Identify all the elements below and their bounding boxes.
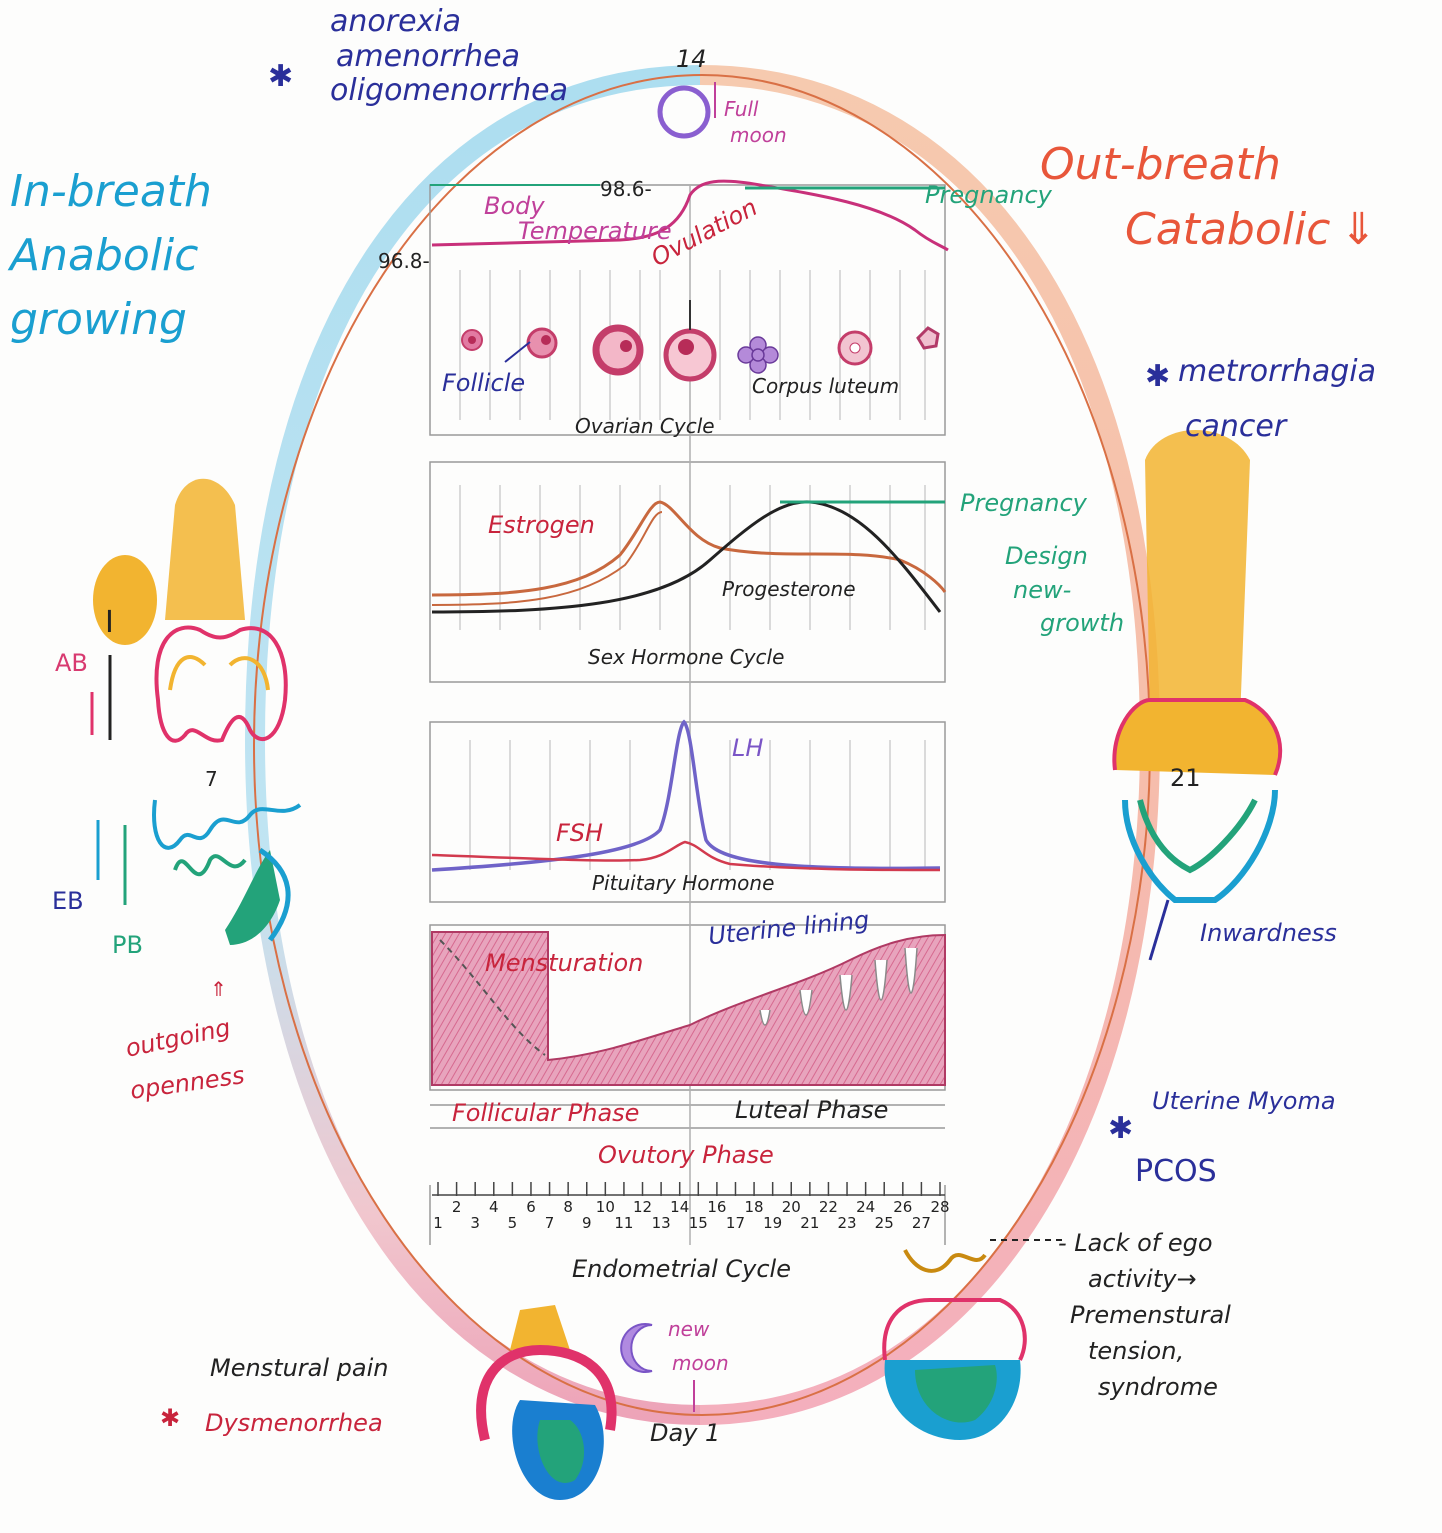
temp-low: 96.8- bbox=[378, 250, 430, 273]
lh-curve bbox=[432, 722, 940, 870]
ego-text: - Lack of ego activity→ Premenstural ten… bbox=[1058, 1225, 1231, 1405]
symptom-oligomenorrhea: oligomenorrhea bbox=[330, 74, 568, 109]
in-breath-line-2: Anabolic bbox=[10, 224, 212, 288]
i-label: I bbox=[105, 606, 114, 641]
symptom-cancer: cancer bbox=[1185, 410, 1286, 445]
day-number: 15 bbox=[689, 1214, 708, 1232]
day-number: 14 bbox=[670, 1198, 689, 1216]
day-number: 17 bbox=[726, 1214, 745, 1232]
day-number: 13 bbox=[652, 1214, 671, 1232]
menstrual-pain-line-1: Menstural pain bbox=[210, 1355, 389, 1383]
temp-title-2: Temperature bbox=[518, 218, 672, 246]
pb-label: PB bbox=[112, 932, 143, 960]
new-moon-label-1: new bbox=[668, 1318, 709, 1341]
pcos-label: PCOS bbox=[1135, 1155, 1217, 1190]
day-number: 12 bbox=[633, 1198, 652, 1216]
full-moon-icon bbox=[660, 88, 708, 136]
day-number: 7 bbox=[545, 1214, 555, 1232]
ego-line-1: - Lack of ego bbox=[1058, 1225, 1231, 1261]
day-number: 16 bbox=[707, 1198, 726, 1216]
lh-label: LH bbox=[732, 735, 763, 763]
fsh-label: FSH bbox=[556, 820, 603, 848]
day-ticks: 1234567891011121314151617181920212223242… bbox=[433, 1182, 949, 1232]
ego-line-4: tension, bbox=[1088, 1333, 1231, 1369]
ovarian-follicles bbox=[462, 300, 938, 379]
progesterone-label: Progesterone bbox=[722, 578, 856, 601]
menstrual-pain-text: Menstural pain bbox=[210, 1354, 389, 1382]
ego-line-3: Premenstural bbox=[1070, 1297, 1231, 1333]
out-breath-line-2: Catabolic bbox=[1125, 205, 1330, 256]
luteal-phase-label: Luteal Phase bbox=[735, 1097, 888, 1125]
right-star: ✱ bbox=[1145, 360, 1170, 395]
menstruation-label: Mensturation bbox=[485, 950, 643, 978]
day-number: 19 bbox=[763, 1214, 782, 1232]
uterine-myoma-label: Uterine Myoma bbox=[1152, 1088, 1336, 1116]
day-one-label: Day 1 bbox=[650, 1420, 720, 1448]
day-number: 23 bbox=[837, 1214, 856, 1232]
new-moon-icon bbox=[621, 1324, 652, 1372]
down-double-arrow-icon: ⇓ bbox=[1340, 205, 1377, 256]
full-moon-label-1: Full bbox=[724, 98, 758, 121]
day-number: 2 bbox=[452, 1198, 462, 1216]
day-number: 18 bbox=[745, 1198, 764, 1216]
day-number: 20 bbox=[782, 1198, 801, 1216]
hormone-pregnancy: Pregnancy bbox=[960, 490, 1087, 518]
eb-label: EB bbox=[52, 888, 84, 916]
day-number: 26 bbox=[893, 1198, 912, 1216]
day-number: 22 bbox=[819, 1198, 838, 1216]
day-number: 6 bbox=[526, 1198, 536, 1216]
follicular-phase-label: Follicular Phase bbox=[452, 1100, 639, 1128]
day-number: 1 bbox=[433, 1214, 443, 1232]
day-number: 10 bbox=[596, 1198, 615, 1216]
myoma-star: ✱ bbox=[1108, 1112, 1133, 1147]
day-number: 8 bbox=[563, 1198, 573, 1216]
day-number: 27 bbox=[912, 1214, 931, 1232]
in-breath-label: In-breath Anabolic growing bbox=[10, 160, 212, 351]
full-moon-day: 14 bbox=[676, 46, 707, 74]
day-number: 3 bbox=[470, 1214, 480, 1232]
in-breath-line-3: growing bbox=[10, 288, 212, 352]
ab-label: AB bbox=[55, 650, 88, 678]
day-twentyone-label: 21 bbox=[1170, 765, 1201, 793]
day-number: 11 bbox=[614, 1214, 633, 1232]
menstrual-pain-star: ✱ bbox=[160, 1405, 180, 1433]
top-star: ✱ bbox=[268, 60, 293, 95]
day-number: 28 bbox=[930, 1198, 949, 1216]
design-line-1: Design bbox=[1005, 540, 1124, 574]
design-line-2: new- bbox=[1013, 574, 1124, 608]
in-breath-line-1: In-breath bbox=[10, 160, 212, 224]
day-number: 5 bbox=[508, 1214, 518, 1232]
day-number: 9 bbox=[582, 1214, 592, 1232]
day-number: 24 bbox=[856, 1198, 875, 1216]
pituitary-title: Pituitary Hormone bbox=[592, 872, 774, 895]
temp-high: 98.6- bbox=[600, 178, 652, 201]
day-number: 4 bbox=[489, 1198, 499, 1216]
corpus-luteum-label: Corpus luteum bbox=[752, 375, 899, 398]
dysmenorrhea-label: Dysmenorrhea bbox=[205, 1410, 383, 1438]
temp-pregnancy: Pregnancy bbox=[925, 182, 1052, 210]
top-symptoms: anorexia amenorrhea oligomenorrhea bbox=[300, 5, 568, 109]
sex-hormone-title: Sex Hormone Cycle bbox=[588, 646, 784, 669]
day-number: 25 bbox=[875, 1214, 894, 1232]
ego-line-5: syndrome bbox=[1098, 1369, 1231, 1405]
symptom-amenorrhea: amenorrhea bbox=[336, 40, 568, 75]
ovulatory-phase-label: Ovutory Phase bbox=[598, 1142, 774, 1170]
inwardness-label: Inwardness bbox=[1200, 920, 1337, 948]
design-new-growth: Design new- growth bbox=[1005, 540, 1124, 641]
ovarian-cycle-title: Ovarian Cycle bbox=[575, 415, 715, 438]
follicle-label: Follicle bbox=[442, 370, 525, 398]
new-moon-label-2: moon bbox=[672, 1352, 729, 1375]
symptom-metrorrhagia: metrorrhagia bbox=[1178, 355, 1376, 390]
day-seven-label: 7 bbox=[205, 768, 218, 791]
up-arrow-icon: ⇑ bbox=[210, 978, 227, 1001]
estrogen-label: Estrogen bbox=[488, 512, 595, 540]
endometrial-cycle-title: Endometrial Cycle bbox=[572, 1256, 791, 1284]
day-number: 21 bbox=[800, 1214, 819, 1232]
ego-line-2: activity→ bbox=[1088, 1261, 1231, 1297]
symptom-anorexia: anorexia bbox=[330, 5, 568, 40]
full-moon-label-2: moon bbox=[730, 124, 787, 147]
design-line-3: growth bbox=[1040, 607, 1124, 641]
out-breath-line-1: Out-breath bbox=[1040, 140, 1281, 191]
